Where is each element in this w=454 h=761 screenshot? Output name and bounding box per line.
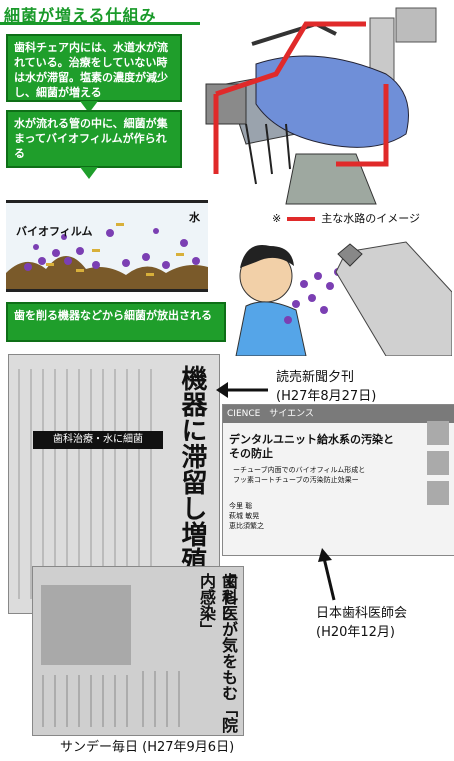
yomiuri-arrow	[216, 382, 268, 398]
yomiuri-caption-name: 読売新聞夕刊	[276, 370, 355, 385]
nichishi-authors: 今里 聡 萩城 敏晃 恵比須繁之	[229, 501, 264, 531]
sunday-headline-2: 歯科医が気をもむ「院内感染」	[197, 573, 238, 733]
sunday-article-scan: 対策設備投資はしたくても… 歯科医が気をもむ「院内感染」	[32, 566, 244, 736]
yomiuri-subhead: 歯科治療・水に細菌	[33, 431, 163, 449]
title-bar: 細菌が増える仕組み	[0, 0, 454, 26]
red-line-swatch	[287, 217, 316, 221]
nichishi-subtitle-1: ーチューブ内面でのバイオフィルム形成と	[233, 466, 366, 474]
sunday-text-columns	[42, 671, 180, 727]
nichishi-header: CIENCE サイエンス	[223, 405, 454, 423]
nichishi-title-2: その防止	[229, 447, 273, 460]
water-label: 水	[189, 211, 200, 224]
yomiuri-headline: 機器に滞留し増殖	[177, 365, 207, 573]
nichishi-subtitle: ーチューブ内面でのバイオフィルム形成と フッ素コートチューブの汚染防止効果ー	[233, 465, 409, 485]
callout-2-tail	[80, 167, 98, 179]
patient-spray-illustration	[235, 241, 452, 356]
author-photo-3	[427, 481, 449, 505]
callout-biofilm: 水が流れる管の中に、細菌が集まってバイオフィルムが作られる	[6, 110, 182, 168]
author-photo-1	[427, 421, 449, 445]
nichishi-subtitle-2: フッ素コートチューブの汚染防止効果ー	[233, 476, 359, 484]
nichishi-article-scan: CIENCE サイエンス デンタルユニット給水系の汚染と その防止 ーチューブ内…	[222, 404, 454, 556]
water-path-legend: ※ 主な水路のイメージ	[272, 210, 420, 226]
nichishi-title: デンタルユニット給水系の汚染と その防止	[229, 433, 405, 461]
sunday-headline-1: 対策設備投資はしたくても…	[219, 573, 243, 733]
callout-released: 歯を削る機器などから細菌が放出される	[6, 302, 226, 342]
nichishi-caption-date: (H20年12月)	[316, 625, 396, 640]
nichishi-author-3: 恵比須繁之	[229, 522, 264, 530]
page-title: 細菌が増える仕組み	[4, 6, 157, 25]
nichishi-caption: 日本歯科医師会 (H20年12月)	[316, 604, 407, 642]
nichishi-header-en: CIENCE	[227, 409, 261, 419]
title-underline	[0, 22, 200, 25]
sunday-caption: サンデー毎日 (H27年9月6日)	[60, 740, 235, 755]
legend-text: 主な水路のイメージ	[321, 212, 420, 225]
legend-mark: ※	[272, 212, 282, 225]
biofilm-graphic	[6, 223, 208, 289]
nichishi-arrow	[318, 548, 336, 601]
biofilm-pipe-illustration: 水 バイオフィルム	[6, 200, 208, 292]
nichishi-caption-name: 日本歯科医師会	[316, 606, 408, 621]
nichishi-title-1: デンタルユニット給水系の汚染と	[229, 433, 394, 446]
nichishi-header-jp: サイエンス	[269, 409, 314, 419]
yomiuri-caption-date: (H27年8月27日)	[276, 389, 377, 404]
yomiuri-caption: 読売新聞夕刊 (H27年8月27日)	[276, 368, 376, 406]
nichishi-author-1: 今里 聡	[229, 502, 253, 510]
yomiuri-text-columns	[18, 369, 152, 599]
sunday-photo	[41, 585, 131, 665]
author-photo-2	[427, 451, 449, 475]
nichishi-author-2: 萩城 敏晃	[229, 512, 260, 520]
biofilm-label: バイオフィルム	[16, 225, 93, 238]
callout-chair-water: 歯科チェア内には、水道水が流れている。治療をしていない時は水が滞留。塩素の濃度が…	[6, 34, 182, 102]
dental-chair-illustration	[205, 7, 437, 205]
